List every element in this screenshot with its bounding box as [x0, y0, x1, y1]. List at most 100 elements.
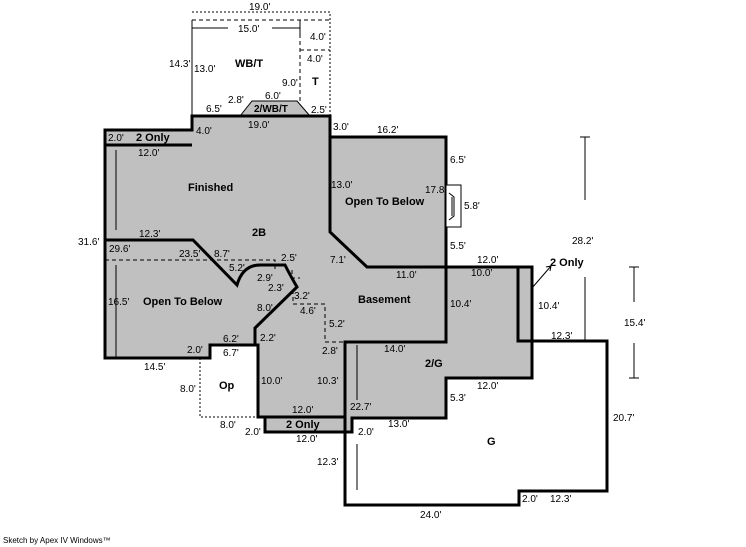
dim-label: 10.0': [261, 376, 282, 387]
dim-label: 8.0': [257, 303, 273, 314]
room-label: WB/T: [235, 58, 263, 70]
room-label: Basement: [358, 294, 411, 306]
dim-label: 10.4': [538, 301, 559, 312]
dim-label: 12.0': [292, 405, 313, 416]
dim-label: 6.0': [265, 91, 281, 102]
dim-label: 15.4': [624, 318, 645, 329]
dim-label: 19.0': [249, 2, 270, 13]
dim-label: 8.0': [180, 384, 196, 395]
room-label: Finished: [188, 182, 233, 194]
dim-label: 3.0': [333, 122, 349, 133]
dim-label: 14.3': [169, 59, 190, 70]
wbt-area: [191, 11, 331, 116]
dim-label: 13.0': [388, 419, 409, 430]
floor-fill: [105, 116, 532, 432]
dim-label: 5.3': [450, 393, 466, 404]
room-label: Open To Below: [345, 196, 425, 208]
room-label: 2/G: [425, 358, 443, 370]
room-label: Open To Below: [143, 296, 223, 308]
dim-label: 10.3': [317, 376, 338, 387]
dim-label: 16.5': [108, 297, 129, 308]
dim-label: 7.1': [330, 255, 346, 266]
dim-label: 20.7': [613, 413, 634, 424]
dim-label: 5.5': [450, 241, 466, 252]
room-label: 2 Only: [550, 257, 585, 269]
dim-label: 11.0': [396, 270, 417, 281]
open-to-below-left-wall: [105, 238, 299, 345]
dim-label: 12.3': [317, 457, 338, 468]
dim-label: 2.0': [187, 345, 203, 356]
dim-label: 31.6': [78, 237, 99, 248]
dim-label: 22.7': [350, 402, 371, 413]
dim-label: 4.6': [300, 306, 316, 317]
dimension-lines-outer: [580, 136, 639, 379]
dim-label: 19.0': [248, 120, 269, 131]
dim-label: 12.3': [550, 494, 571, 505]
dim-label: 8.0': [220, 420, 236, 431]
dim-label: 2.5': [311, 105, 327, 116]
chimney: [445, 184, 462, 228]
dim-label: 2.2': [260, 333, 276, 344]
dim-label: 10.0': [471, 268, 492, 279]
dim-label: 5.8': [464, 201, 480, 212]
dim-label: 23.5': [179, 249, 200, 260]
dim-label: 16.2': [377, 125, 398, 136]
dim-label: 5.2': [229, 263, 245, 274]
dim-label: 2.8': [322, 346, 338, 357]
dim-label: 6.7': [223, 348, 239, 359]
dim-label: 4.0': [307, 54, 323, 65]
t-box: [299, 20, 330, 116]
dim-label: 15.0': [238, 24, 259, 35]
dim-label: 2.0': [358, 427, 374, 438]
footer-credit: Sketch by Apex IV Windows™: [3, 536, 111, 545]
dim-label: 2.5': [281, 253, 297, 264]
room-label: T: [312, 76, 319, 88]
room-label: G: [487, 436, 496, 448]
dim-label: 2.0': [522, 494, 538, 505]
dim-label: 12.0': [296, 434, 317, 445]
2only-pointer-arrow: [531, 265, 552, 289]
floor-outline: [103, 114, 534, 434]
dim-label: 6.5': [206, 104, 222, 115]
dimension-line-15: [192, 22, 301, 34]
dim-label: 4.0': [310, 32, 326, 43]
dim-label: 12.3': [551, 331, 572, 342]
dim-label: 2.0': [108, 133, 124, 144]
garage-outline: [343, 267, 609, 507]
room-label: 2B: [252, 227, 266, 239]
dimension-lines-inner: [115, 150, 358, 490]
dim-label: 8.7': [214, 249, 230, 260]
dim-label: 4.0': [196, 126, 212, 137]
room-label: Op: [219, 380, 235, 392]
dim-label: 5.2': [329, 319, 345, 330]
dim-label: 12.0': [477, 255, 498, 266]
dim-label: 13.0': [194, 64, 215, 75]
room-label: 2 Only: [136, 132, 171, 144]
dim-label: 28.2': [572, 236, 593, 247]
dim-label: 12.3': [139, 229, 160, 240]
dim-label: 3.2': [294, 291, 310, 302]
dim-label: 24.0': [420, 510, 441, 521]
room-label: 2 Only: [286, 419, 321, 431]
dim-label: 13.0': [331, 180, 352, 191]
dim-label: 14.5': [144, 362, 165, 373]
dim-label: 6.5': [450, 155, 466, 166]
dim-label: 2.3': [268, 283, 284, 294]
op-dotted-outline: [199, 358, 258, 418]
open-to-below-right-wall: [328, 137, 446, 269]
wbt-outline-dotted: [192, 11, 331, 116]
dashed-lines: [105, 259, 345, 343]
dim-label: 6.2': [223, 334, 239, 345]
dim-label: 2.0': [245, 427, 261, 438]
room-label: 2/WB/T: [254, 104, 288, 115]
dim-label: 9.0': [282, 78, 298, 89]
dim-label: 2.8': [228, 95, 244, 106]
dim-label: 29.6': [109, 244, 130, 255]
dim-label: 17.8: [425, 185, 445, 196]
dim-label: 12.0': [477, 381, 498, 392]
dim-label: 10.4': [450, 299, 471, 310]
dim-label: 12.0': [138, 148, 159, 159]
dim-label: 2.9': [257, 273, 273, 284]
